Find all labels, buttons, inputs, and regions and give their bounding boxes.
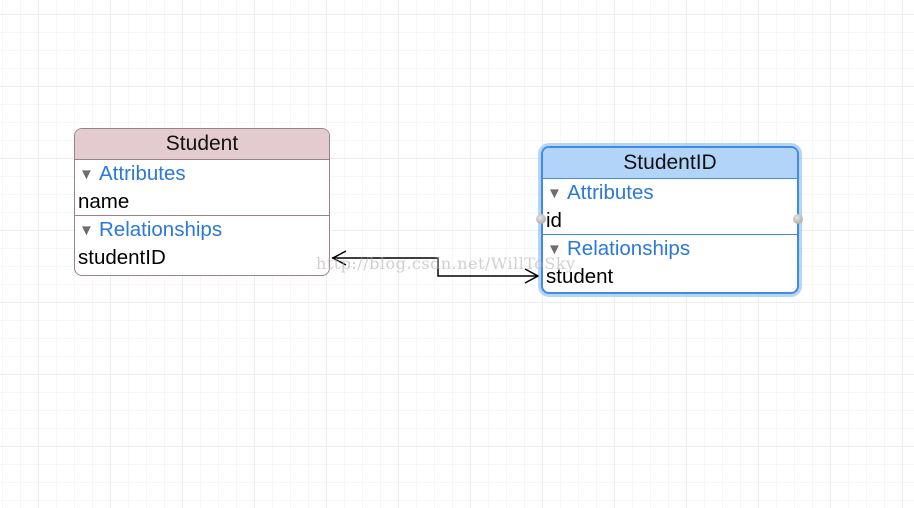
- entity-title[interactable]: Student: [75, 129, 329, 160]
- section-label: Attributes: [567, 181, 654, 204]
- attributes-section-header[interactable]: ▼ Attributes: [543, 179, 797, 207]
- resize-handle-right[interactable]: [793, 214, 803, 224]
- disclosure-triangle-icon[interactable]: ▼: [547, 185, 562, 202]
- relationships-section-header[interactable]: ▼ Relationships: [75, 216, 329, 244]
- attribute-row[interactable]: id: [546, 209, 562, 232]
- section-divider: [75, 215, 329, 216]
- relationship-row[interactable]: student: [546, 265, 614, 288]
- relationships-section-header[interactable]: ▼ Relationships: [543, 235, 797, 263]
- attribute-row[interactable]: name: [78, 190, 130, 213]
- entity-student[interactable]: Student ▼Attributes name ▼Relationships …: [74, 128, 330, 276]
- section-divider: [543, 234, 797, 235]
- watermark-text: http://blog.csdn.net/WillToSky: [316, 254, 576, 273]
- attributes-section-header[interactable]: ▼ Attributes: [75, 160, 329, 188]
- section-label: Attributes: [99, 162, 186, 185]
- section-label: Relationships: [567, 237, 691, 260]
- entity-title[interactable]: StudentID: [543, 148, 797, 179]
- section-label: Relationships: [99, 218, 223, 241]
- relationship-row[interactable]: studentID: [78, 246, 166, 269]
- arrowhead-right: [524, 268, 540, 284]
- arrowhead-left: [331, 250, 347, 266]
- disclosure-triangle-icon[interactable]: ▼: [79, 222, 94, 239]
- disclosure-triangle-icon[interactable]: ▼: [547, 241, 562, 258]
- resize-handle-left[interactable]: [536, 214, 546, 224]
- disclosure-triangle-icon[interactable]: ▼: [79, 166, 94, 183]
- entity-studentid[interactable]: StudentID ▼Attributes id ▼Relationships …: [541, 146, 799, 294]
